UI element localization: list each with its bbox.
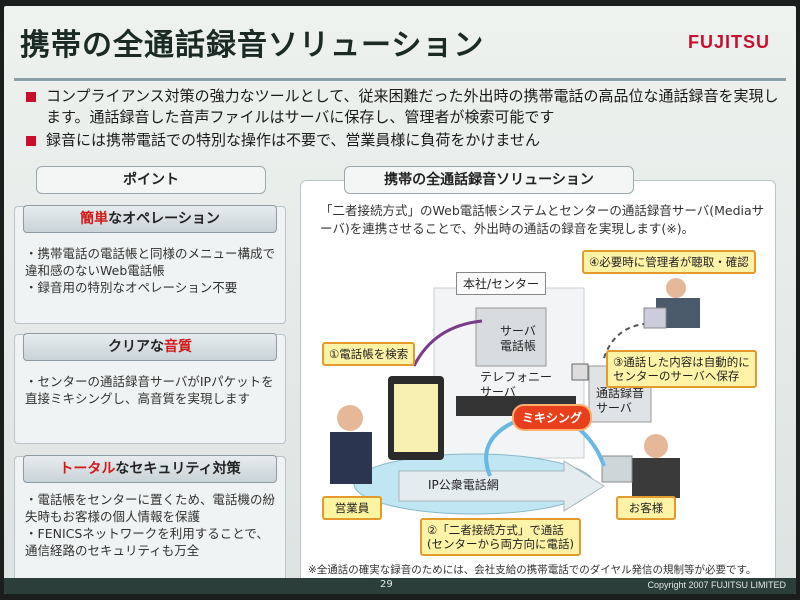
- solution-title: 携帯の全通話録音ソリューション: [344, 166, 634, 194]
- point-title: 簡単なオペレーション: [23, 205, 277, 233]
- point-card-operation: 簡単なオペレーション ・携帯電話の電話帳と同様のメニュー構成で違和感のないWeb…: [14, 206, 286, 324]
- point-body: ・携帯電話の電話帳と同様のメニュー構成で違和感のないWeb電話帳 ・録音用の特別…: [25, 245, 277, 296]
- point-title: トータルなセキュリティ対策: [23, 455, 277, 483]
- bullet-item: 録音には携帯電話での特別な操作は不要で、営業員様に負荷をかけません: [22, 130, 782, 151]
- copyright: Copyright 2007 FUJITSU LIMITED: [647, 580, 786, 590]
- phonebook-server-label: サーバ 電話帳: [500, 324, 536, 354]
- title-divider: [14, 78, 786, 81]
- point-body: ・センターの通話録音サーバがIPパケットを直接ミキシングし、高音質を実現します: [25, 373, 277, 407]
- step-3-callout: ③通話した内容は自動的に センターのサーバへ保存: [606, 350, 757, 388]
- point-card-security: トータルなセキュリティ対策 ・電話帳をセンターに置くため、電話機の紛失時もお客様…: [14, 456, 286, 586]
- bullet-item: コンプライアンス対策の強力なツールとして、従来困難だった外出時の携帯電話の高品位…: [22, 86, 782, 128]
- telephony-server-label: テレフォニー サーバ: [480, 370, 552, 400]
- network-label: IP公衆電話網: [428, 478, 499, 493]
- slide-title: 携帯の全通話録音ソリューション: [20, 20, 484, 64]
- mixing-badge: ミキシング: [512, 404, 592, 431]
- hq-label: 本社/センター: [456, 272, 546, 295]
- slide: 携帯の全通話録音ソリューション FUJITSU コンプライアンス対策の強力なツー…: [4, 6, 796, 594]
- footer-bar: 29 Copyright 2007 FUJITSU LIMITED: [4, 578, 796, 594]
- points-header: ポイント: [36, 166, 266, 194]
- footnote: ※全通話の確実な録音のためには、会社支給の携帯電話でのダイヤル発信の規制等が必要…: [308, 562, 756, 577]
- step-2-callout: ②「二者接続方式」で通話 (センターから両方向に電話): [420, 518, 581, 556]
- point-body: ・電話帳をセンターに置くため、電話機の紛失時もお客様の個人情報を保護 ・FENI…: [25, 491, 277, 559]
- customer-label: お客様: [616, 496, 676, 520]
- page-number: 29: [380, 579, 393, 590]
- sales-label: 営業員: [322, 496, 382, 520]
- recording-server-label: 通話録音 サーバ: [596, 386, 644, 416]
- summary-bullets: コンプライアンス対策の強力なツールとして、従来困難だった外出時の携帯電話の高品位…: [22, 86, 782, 153]
- solution-description: 「二者接続方式」のWeb電話帳システムとセンターの通話録音サーバ(Mediaサー…: [320, 202, 766, 238]
- fujitsu-logo: FUJITSU: [688, 32, 770, 53]
- step-1-callout: ①電話帳を検索: [322, 342, 415, 366]
- point-card-sound: クリアな音質 ・センターの通話録音サーバがIPパケットを直接ミキシングし、高音質…: [14, 334, 286, 444]
- step-4-callout: ④必要時に管理者が聴取・確認: [582, 250, 756, 274]
- point-title: クリアな音質: [23, 333, 277, 361]
